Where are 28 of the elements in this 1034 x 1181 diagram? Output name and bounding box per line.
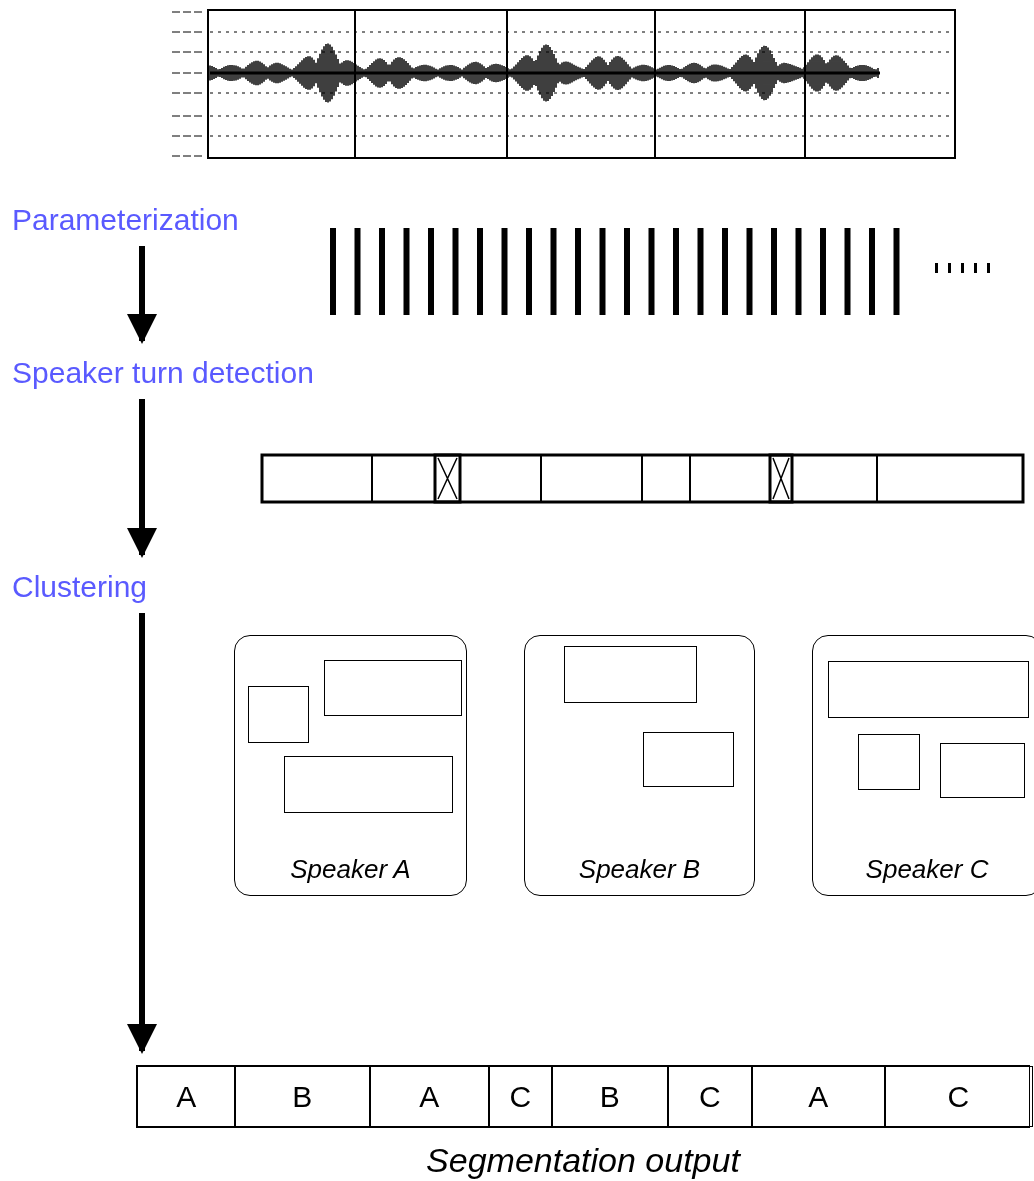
step-label: Clustering [12,569,192,605]
segment-block [248,686,309,743]
segment-cell: B [551,1066,669,1127]
segment-cell: A [369,1066,490,1127]
segment-block [643,732,734,787]
speaker-label: Speaker B [577,854,702,885]
speaker-label: Speaker C [864,854,990,885]
step-label: Speaker turn detection [12,355,412,391]
speaker-label: Speaker A [289,854,412,885]
step-label: Parameterization [12,202,312,238]
segment-block [564,646,697,703]
segment-cell: C [884,1066,1033,1127]
segment-block [940,743,1025,798]
bar-label: Segmentation output [425,1141,742,1180]
segment-block [284,756,453,813]
arrow [127,399,157,558]
arrow [127,613,157,1054]
segment-block [828,661,1029,718]
segment-cell: A [751,1066,886,1127]
segment-block [858,734,920,790]
segment-cell: C [488,1066,553,1127]
segment-cell: C [667,1066,753,1127]
segment-cell: B [234,1066,371,1127]
cluster-card [234,635,467,896]
segment-cell: A [137,1066,236,1127]
arrow [127,246,157,344]
cluster-card [524,635,755,896]
segment-block [324,660,462,716]
